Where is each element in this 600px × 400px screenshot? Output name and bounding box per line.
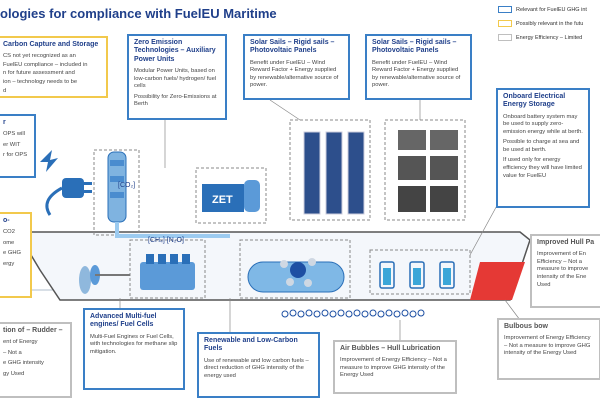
box-ops: r OPS will er WIT r for OPS	[0, 114, 36, 178]
molecule-icon	[280, 258, 316, 287]
legend-item-efficiency: Energy Efficiency – Limited	[498, 34, 582, 41]
box-bulbous-bow: Bulbous bow Improvement of Energy Effici…	[497, 318, 600, 380]
co2-label: [CO₂]	[118, 182, 135, 189]
page-title: ologies for compliance with FuelEU Marit…	[0, 6, 277, 21]
connector-line	[269, 99, 301, 121]
box-solar-sails-2: Solar Sails – Rigid sails – Photovoltaic…	[365, 34, 472, 100]
zet-compartment	[195, 167, 267, 224]
box-renewable-fuels: Renewable and Low-Carbon Fuels Use of re…	[197, 332, 320, 398]
engine-icon	[140, 254, 195, 290]
legend: Relevant for FuelEU GHG int Possibly rel…	[496, 2, 600, 44]
box-carbon-capture: Carbon Capture and Storage CS not yet re…	[0, 36, 108, 98]
box-zero-emission: Zero Emission Technologies – Auxiliary P…	[127, 34, 227, 120]
solar-compartment-2	[384, 119, 466, 221]
box-air-bubbles: Air Bubbles – Hull Lubrication Improveme…	[333, 340, 457, 394]
zet-unit-icon	[202, 180, 260, 212]
box-multi-fuel: Advanced Multi-fuel engines/ Fuel Cells …	[83, 308, 185, 390]
ch4-n2o-label: [CH₄] [N₂O]	[148, 237, 184, 244]
solar-panel-icon	[303, 131, 365, 215]
battery-compartment	[369, 249, 471, 295]
tank-compartment	[239, 239, 351, 299]
bubbles-icon	[281, 309, 425, 318]
box-solar-sails-1: Solar Sails – Rigid sails – Photovoltaic…	[243, 34, 350, 100]
box-hull-paint: Improved Hull Pa Improvement of En Effic…	[530, 234, 600, 308]
propeller-icon	[79, 265, 130, 294]
carbon-tank-icon	[107, 151, 127, 223]
legend-swatch	[498, 20, 512, 27]
shore-plug-icon	[40, 150, 92, 216]
legend-item-possibly: Possibly relevant in the futu	[498, 20, 583, 27]
legend-swatch	[498, 34, 512, 41]
zet-label: ZET	[212, 194, 233, 206]
rigid-sail-icon	[398, 130, 458, 212]
bulbous-bow-icon	[470, 262, 525, 300]
connector-line	[504, 299, 521, 321]
solar-compartment-1	[289, 119, 371, 221]
legend-swatch	[498, 6, 512, 13]
engine-compartment	[129, 239, 206, 299]
box-onboard-storage: Onboard Electrical Energy Storage Onboar…	[496, 88, 590, 208]
box-title: Carbon Capture and Storage	[3, 41, 99, 48]
battery-icon	[379, 261, 455, 289]
legend-item-relevant: Relevant for FuelEU GHG int	[498, 6, 587, 13]
box-rudder: tion of – Rudder – ent of Energy – Not a…	[0, 322, 72, 398]
box-left-mid: o- CO2 ome e GHG ergy	[0, 212, 32, 298]
exhaust-pipe	[115, 222, 230, 238]
connector-line	[469, 199, 501, 256]
